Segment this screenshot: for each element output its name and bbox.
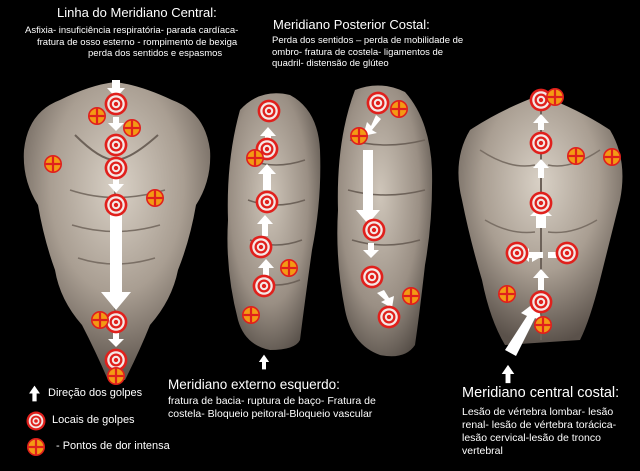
- left-external-line-1: fratura de bacia- ruptura de baço- Fratu…: [168, 395, 376, 407]
- target-icon: [257, 99, 281, 123]
- target-icon: [26, 411, 46, 431]
- target-icon: [555, 241, 579, 265]
- arrow-side-4: [260, 127, 276, 148]
- arrow-back-1: [533, 114, 549, 130]
- target-icon: [104, 156, 128, 180]
- arrow-back-up-mid: [533, 269, 549, 290]
- target-icon: [366, 91, 390, 115]
- pain-point-icon: [498, 285, 516, 303]
- pain-point-icon: [242, 306, 260, 324]
- left-external-line-2: costela- Bloqueio peitoral-Bloqueio vasc…: [168, 408, 373, 420]
- target-icon: [360, 265, 384, 289]
- legend-pain-label: - Pontos de dor intensa: [56, 440, 170, 452]
- pain-point-icon: [280, 259, 298, 277]
- posterior-description: Perda dos sentidos – perda de mobilidade…: [272, 35, 463, 70]
- arrow-up-icon: [29, 385, 40, 402]
- posterior-line-3: quadril- distensão de glúteo: [272, 58, 389, 69]
- posterior-title: Meridiano Posterior Costal:: [273, 17, 430, 32]
- central-line-1: Asfixia- insuficiência respiratória- par…: [25, 25, 239, 36]
- target-icon: [104, 92, 128, 116]
- target-icon: [529, 290, 553, 314]
- target-icon: [529, 191, 553, 215]
- legend-strike-label: Locais de golpes: [52, 414, 135, 426]
- posterior-line-1: Perda dos sentidos – perda de mobilidade…: [272, 35, 464, 46]
- pain-point-icon: [91, 311, 109, 329]
- arrow-side-2: [257, 215, 273, 236]
- central-costal-description: Lesão de vértebra lombar- lesão renal- l…: [462, 406, 616, 458]
- target-icon: [249, 235, 273, 259]
- arrow-back-diag: [505, 300, 541, 356]
- central-title: Linha do Meridiano Central:: [57, 5, 217, 20]
- target-icon: [505, 241, 529, 265]
- central-costal-line-4: vertebral: [462, 445, 503, 457]
- target-icon: [255, 190, 279, 214]
- pain-point-icon: [146, 189, 164, 207]
- arrow-post-3: [377, 290, 394, 308]
- pain-point-icon: [123, 119, 141, 137]
- arrow-front-long: [101, 215, 131, 310]
- target-icon: [529, 131, 553, 155]
- arrow-post-long: [356, 150, 380, 224]
- pain-point-icon: [27, 438, 45, 456]
- left-external-title: Meridiano externo esquerdo:: [168, 377, 340, 392]
- arrow-post-2: [363, 243, 379, 258]
- arrow-post-1: [363, 115, 381, 136]
- side-torso-figure: [227, 93, 321, 350]
- pain-point-icon: [350, 127, 368, 145]
- arrow-up-icon: [501, 364, 515, 384]
- central-line-3: perda dos sentidos e espasmos: [88, 48, 223, 59]
- pain-point-icon: [88, 107, 106, 125]
- arrow-front-top: [107, 80, 125, 98]
- arrow-side-3: [258, 164, 276, 190]
- arrow-front-1: [108, 117, 124, 131]
- central-line-2: fratura de osso esterno - rompimento de …: [37, 36, 238, 48]
- target-icon: [104, 193, 128, 217]
- central-costal-line-3: lesão cervical-lesão de tronco: [462, 432, 601, 444]
- pain-point-icon: [402, 287, 420, 305]
- target-icon: [104, 133, 128, 157]
- arrow-front-3: [108, 332, 124, 347]
- pain-point-icon: [546, 88, 564, 106]
- target-icon: [377, 305, 401, 329]
- pain-point-icon: [567, 147, 585, 165]
- pain-point-icon: [390, 100, 408, 118]
- pain-point-icon: [603, 148, 621, 166]
- pain-point-icon: [534, 316, 552, 334]
- central-description: Asfixia- insuficiência respiratória- par…: [25, 25, 238, 60]
- central-costal-title: Meridiano central costal:: [462, 385, 620, 401]
- central-costal-line-2: renal- lesão de vértebra torácica-: [462, 419, 617, 431]
- pain-point-icon: [44, 155, 62, 173]
- legend: [26, 385, 46, 456]
- posterior-line-2: ombro- fratura de costela- ligamentos de: [272, 46, 444, 58]
- pain-point-icon: [107, 367, 125, 385]
- arrow-side-1: [258, 259, 274, 280]
- arrow-up-icon: [258, 354, 270, 370]
- arrow-back-2: [533, 159, 549, 178]
- left-external-description: fratura de bacia- ruptura de baço- Fratu…: [168, 395, 376, 421]
- central-costal-line-1: Lesão de vértebra lombar- lesão: [462, 406, 614, 418]
- arrow-front-2: [108, 178, 124, 193]
- target-icon: [362, 218, 386, 242]
- pain-point-icon: [246, 149, 264, 167]
- legend-direction-label: Direção dos golpes: [48, 387, 143, 399]
- target-icon: [252, 274, 276, 298]
